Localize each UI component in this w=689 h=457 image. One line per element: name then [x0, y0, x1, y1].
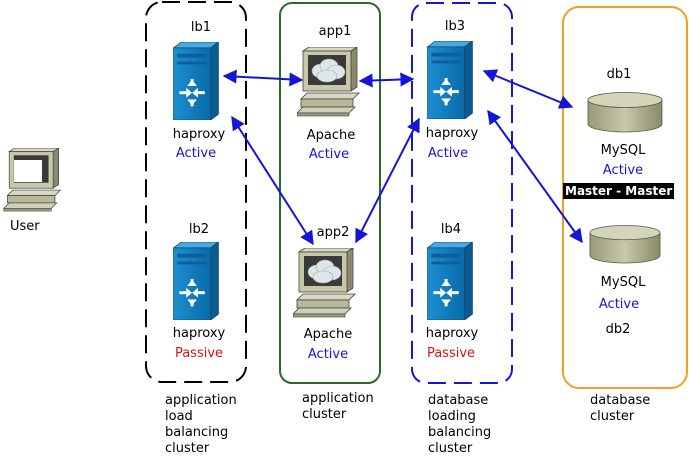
app-lb-cluster-caption: application load balancing cluster — [165, 393, 237, 456]
db2-service: MySQL — [600, 275, 646, 290]
arrow-lb3-db2 — [487, 109, 583, 244]
replication-badge: Master - Master — [563, 183, 675, 199]
lb1-server-icon — [172, 42, 220, 120]
app1-computer-icon — [297, 47, 360, 117]
db2-name: db2 — [605, 322, 631, 337]
app2-name: app2 — [316, 225, 350, 240]
lb3-status: Active — [427, 146, 469, 161]
lb4-server-icon — [426, 242, 474, 320]
db2-database-icon — [589, 225, 661, 264]
app2-computer-icon — [293, 248, 356, 318]
app1-status: Active — [308, 147, 350, 162]
lb4-service: haproxy — [425, 326, 479, 341]
arrow-app2-lb3 — [355, 117, 420, 244]
arrow-app1-lb3 — [358, 72, 415, 88]
lb2-server-icon — [172, 242, 220, 320]
db-cluster-caption: database cluster — [590, 393, 651, 424]
db1-service: MySQL — [600, 143, 646, 158]
lb3-service: haproxy — [425, 126, 479, 141]
lb1-name: lb1 — [190, 20, 212, 35]
db1-database-icon — [587, 92, 663, 133]
lb2-name: lb2 — [188, 222, 210, 237]
db2-status: Active — [598, 297, 640, 312]
lb4-name: lb4 — [440, 222, 462, 237]
lb3-name: lb3 — [444, 19, 466, 34]
lb4-status: Passive — [426, 346, 476, 361]
user-label: User — [10, 219, 40, 234]
arrow-lb1-app1 — [222, 69, 304, 87]
app1-service: Apache — [306, 128, 356, 143]
arrow-lb1-app2 — [231, 115, 314, 246]
lb2-status: Passive — [174, 346, 224, 361]
app1-name: app1 — [318, 24, 352, 39]
app2-service: Apache — [303, 327, 353, 342]
db1-name: db1 — [606, 67, 632, 82]
lb1-status: Active — [175, 146, 217, 161]
app2-status: Active — [307, 347, 349, 362]
db-lb-cluster-caption: database loading balancing cluster — [428, 393, 492, 456]
arrow-lb3-db1 — [482, 69, 574, 109]
user-computer-icon — [3, 148, 61, 212]
lb3-server-icon — [426, 41, 474, 119]
app-cluster-caption: application cluster — [302, 391, 374, 422]
lb2-service: haproxy — [172, 326, 226, 341]
db1-status: Active — [602, 163, 644, 178]
lb1-service: haproxy — [172, 127, 226, 142]
